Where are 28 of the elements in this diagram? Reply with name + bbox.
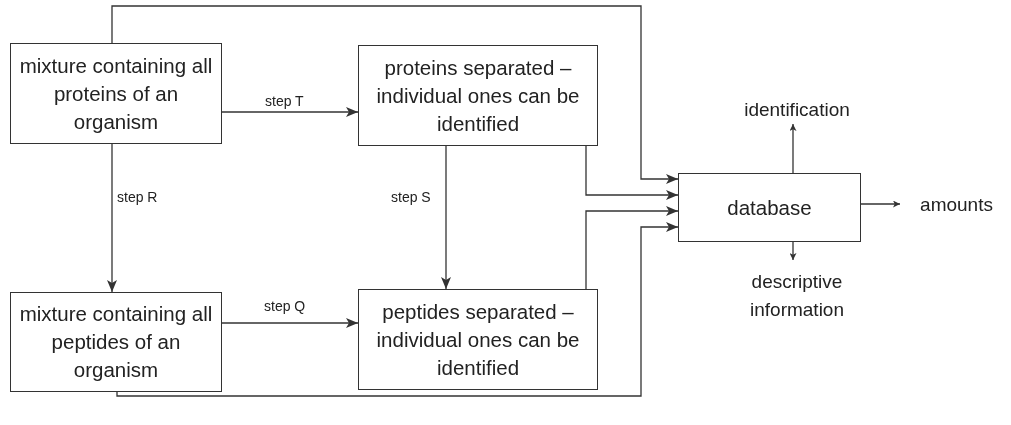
arrow xyxy=(111,5,679,184)
output-label: descriptive information xyxy=(749,270,845,322)
box-text: mixture containing all peptides of an organism xyxy=(18,301,214,383)
database-box xyxy=(678,173,861,242)
box-text: database xyxy=(727,194,812,221)
edge-label: step S xyxy=(390,189,432,205)
arrow xyxy=(789,241,797,261)
arrow xyxy=(221,107,359,117)
edge-label: step Q xyxy=(263,298,307,314)
output-label: identification xyxy=(744,98,850,122)
arrow xyxy=(107,143,117,293)
arrow xyxy=(116,222,679,397)
arrow xyxy=(860,200,901,208)
box-text: mixture containing all proteins of an organism xyxy=(18,52,214,135)
edge-label: step T xyxy=(264,93,305,109)
process-box xyxy=(10,43,222,144)
edge-label: step R xyxy=(116,189,159,205)
arrow xyxy=(221,318,359,328)
process-box xyxy=(10,292,222,392)
arrow xyxy=(585,145,679,200)
arrow xyxy=(441,145,451,290)
box-text: proteins separated – individual ones can be identified xyxy=(375,54,581,137)
arrow xyxy=(585,206,679,290)
output-label: amounts xyxy=(920,193,993,217)
box-text: peptides separated – individual ones can be identified xyxy=(375,298,581,381)
process-box xyxy=(358,289,598,390)
process-box xyxy=(358,45,598,146)
arrow xyxy=(789,123,797,174)
